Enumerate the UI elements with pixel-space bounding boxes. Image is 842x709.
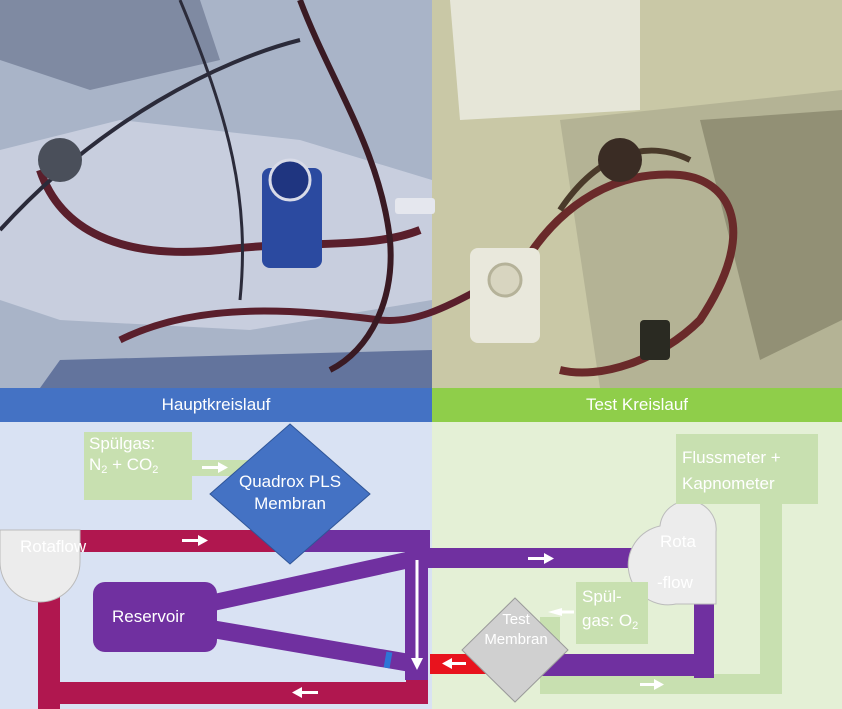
- header-right-label: Test Kreislauf: [585, 395, 689, 414]
- photo-cable: [178, 0, 244, 301]
- spuelgas-main-line1: Spülgas:: [89, 434, 156, 453]
- tube-rota-bottom: [540, 654, 714, 676]
- photo-dark-shape: [0, 0, 220, 90]
- test-membran-line2: Membran: [484, 631, 548, 648]
- photo-clamp: [395, 198, 435, 214]
- spuelgas-test-box: [576, 582, 648, 644]
- oxygenator-label: Quadrox PLS Membran: [222, 471, 358, 515]
- rota-test-label-bottom: -flow: [657, 573, 693, 592]
- spuelgas-test-line2: gas: O2: [582, 611, 639, 632]
- spuelgas-main-box: [84, 432, 192, 500]
- photo-sensor: [640, 320, 670, 360]
- header-hauptkreislauf: Hauptkreislauf: [0, 388, 432, 422]
- test-membran-line1: Test: [502, 611, 530, 628]
- photo-tube: [36, 168, 422, 256]
- oxygenator-diamond: [209, 423, 371, 565]
- photo-right-dark: [700, 110, 842, 360]
- flussmeter-line1: Flussmeter +: [682, 448, 781, 467]
- photo-monitor: [450, 0, 640, 120]
- spuelgas-test-label: Spül- gas: O2: [582, 585, 638, 638]
- tube-top-crimson: [80, 530, 280, 552]
- spuelgas-main-label: Spülgas: N2 + CO2: [89, 433, 158, 481]
- tube-bottom: [38, 682, 428, 704]
- flowmeter-line: [760, 502, 782, 692]
- reservoir-label: Reservoir: [112, 607, 185, 626]
- tube-reservoir-upper: [200, 550, 415, 614]
- photo-desk-shape: [0, 120, 432, 330]
- photo-cable-shape: [40, 350, 432, 388]
- oxygenator-line2: Membran: [254, 494, 326, 513]
- rotaflow-main-shape: [0, 529, 81, 603]
- header-left-label: Hauptkreislauf: [161, 395, 271, 414]
- oxygenator-line1: Quadrox PLS: [238, 472, 342, 491]
- arrow-right-top: [182, 535, 208, 546]
- blue-clamp-marker: [383, 651, 393, 669]
- rota-test-label-top: Rota: [660, 532, 696, 551]
- spuelgas-test-line1: Spül-: [582, 587, 622, 606]
- photo-test-pump: [487, 262, 523, 298]
- arrow-left-red: [442, 658, 466, 669]
- photo-rotaflow-main: [38, 138, 82, 182]
- header-test-kreislauf: Test Kreislauf: [432, 388, 842, 422]
- tube-reservoir-lower: [200, 618, 410, 672]
- circuit-diagram: [0, 422, 842, 709]
- test-membran-label: Test Membran: [472, 610, 560, 650]
- rotaflow-main-label: Rotaflow: [20, 537, 87, 556]
- flussmeter-box: [676, 434, 818, 504]
- photo-tube: [516, 170, 738, 377]
- flussmeter-label: Flussmeter + Kapnometer: [682, 445, 781, 497]
- photo-cable: [0, 38, 301, 232]
- arrow-down-vertical: [411, 560, 423, 670]
- flussmeter-line2: Kapnometer: [682, 474, 775, 493]
- reservoir-box: [93, 582, 217, 652]
- photo-oxygenator-cap: [268, 158, 312, 202]
- photo-tube: [297, 0, 394, 373]
- flow-arrows: [182, 462, 664, 698]
- arrow-right-spuelgas: [202, 462, 228, 473]
- circuit-photo: [0, 0, 842, 388]
- test-membrane-diamond: [461, 597, 569, 703]
- spuelgas-main-line2: N2 + CO2: [89, 455, 159, 476]
- arrow-left-bottom: [292, 687, 318, 698]
- arrow-left-spuelgas-test: [548, 608, 574, 616]
- photo-tube: [118, 266, 522, 344]
- photo-rotaflow-head: [598, 138, 642, 182]
- arrow-right-return: [640, 679, 664, 690]
- arrow-right-test: [528, 553, 554, 564]
